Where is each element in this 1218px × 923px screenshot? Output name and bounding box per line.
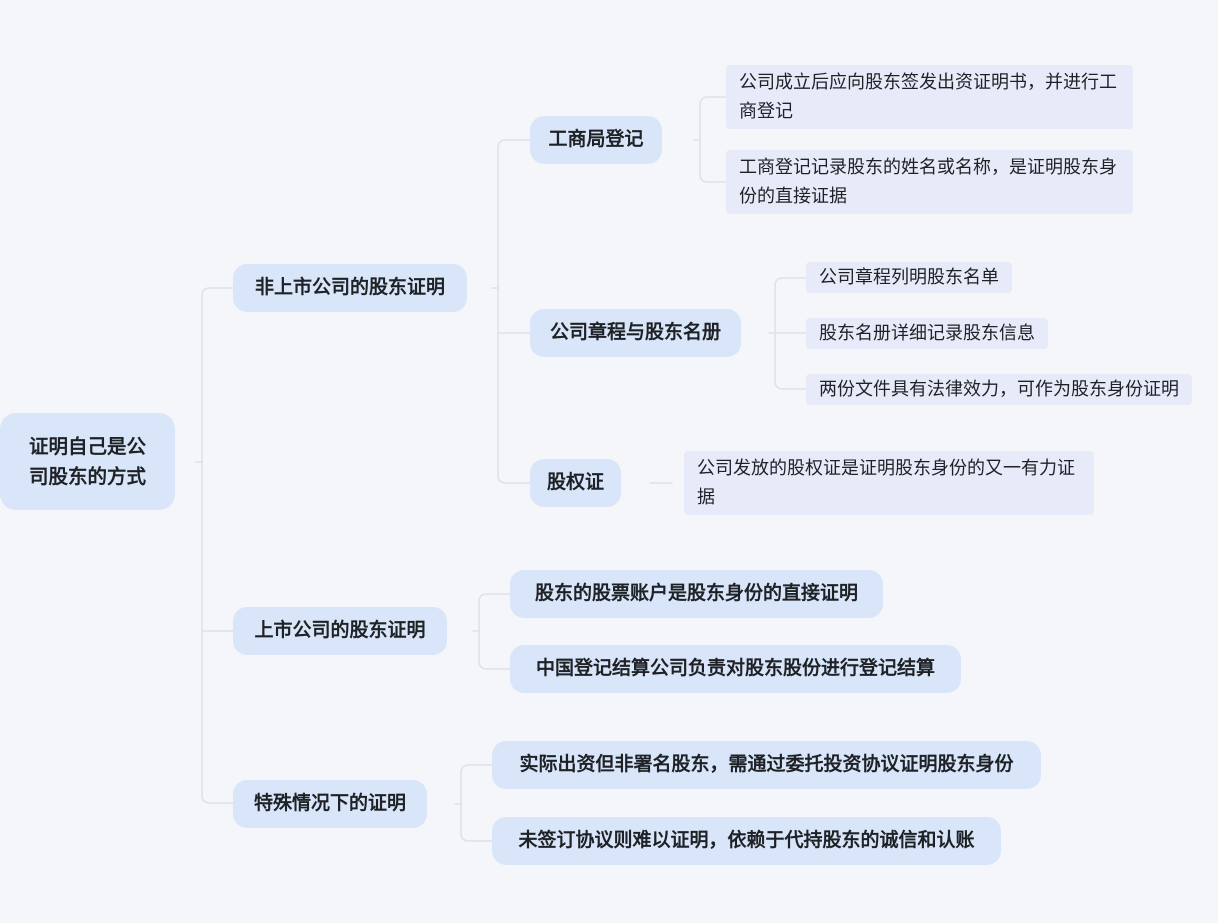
branch-non-listed-company[interactable]: 非上市公司的股东证明	[233, 264, 467, 312]
connector-b2-trunk	[460, 764, 493, 842]
leaf-registration-record[interactable]: 工商登记记录股东的姓名或名称，是证明股东身份的直接证据	[726, 150, 1133, 214]
node-equity-certificate[interactable]: 股权证	[530, 459, 621, 507]
connector-c1-trunk	[774, 277, 807, 390]
leaf-registration-certificate[interactable]: 公司成立后应向股东签发出资证明书，并进行工商登记	[726, 65, 1133, 129]
branch-special-cases[interactable]: 特殊情况下的证明	[233, 780, 427, 828]
leaf-legal-effect[interactable]: 两份文件具有法律效力，可作为股东身份证明	[806, 374, 1192, 405]
leaf-equity-certificate-proof[interactable]: 公司发放的股权证是证明股东身份的又一有力证据	[684, 451, 1094, 515]
connector-b1-trunk	[478, 593, 511, 670]
leaf-register-detail[interactable]: 股东名册详细记录股东信息	[806, 318, 1048, 349]
connector-root-trunk	[201, 287, 234, 804]
connector-b0-trunk	[497, 139, 531, 484]
branch-listed-company[interactable]: 上市公司的股东证明	[233, 607, 447, 655]
node-business-registration[interactable]: 工商局登记	[530, 116, 662, 164]
node-articles-and-register[interactable]: 公司章程与股东名册	[530, 309, 741, 357]
node-csdc-settlement[interactable]: 中国登记结算公司负责对股东股份进行登记结算	[510, 645, 961, 693]
leaf-articles-list[interactable]: 公司章程列明股东名单	[806, 262, 1012, 293]
connector-c0-trunk	[699, 96, 727, 183]
node-no-agreement[interactable]: 未签订协议则难以证明，依赖于代持股东的诚信和认账	[492, 817, 1001, 865]
root-node[interactable]: 证明自己是公司股东的方式	[0, 413, 175, 510]
node-stock-account[interactable]: 股东的股票账户是股东身份的直接证明	[510, 570, 883, 618]
node-entrusted-investment[interactable]: 实际出资但非署名股东，需通过委托投资协议证明股东身份	[492, 741, 1041, 789]
